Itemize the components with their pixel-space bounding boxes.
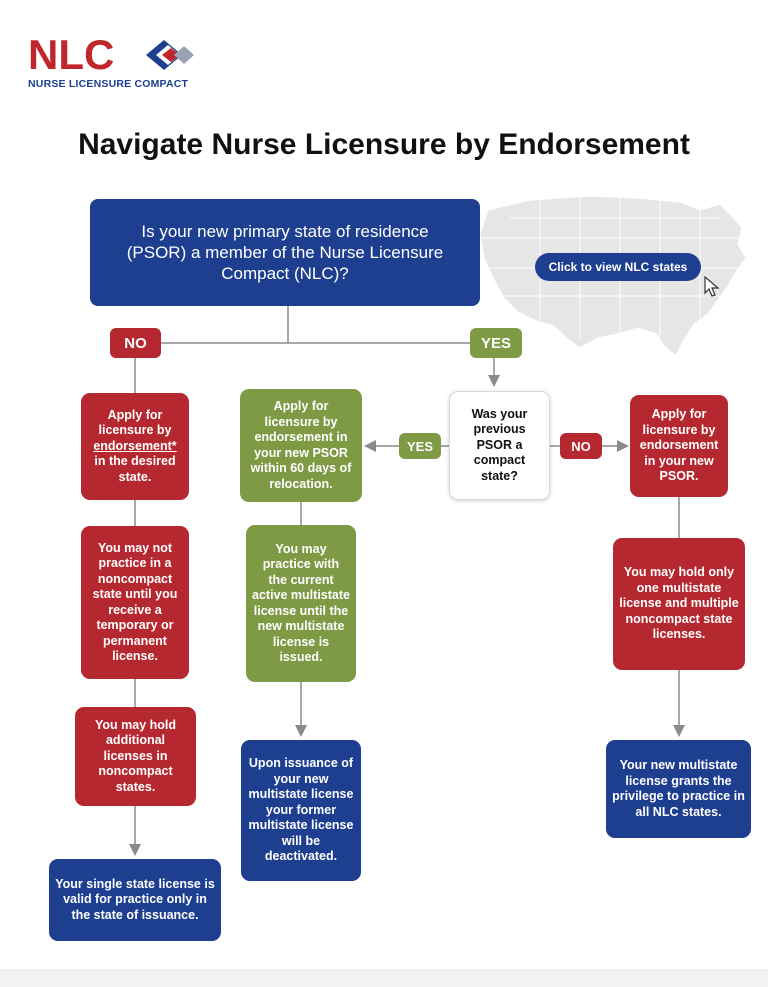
previous-psor-question-text: Was your previous PSOR a compact state? <box>471 406 528 483</box>
apply-endorsement-bold: endorsement* <box>93 438 177 453</box>
no-label-main: NO <box>110 328 161 358</box>
may-hold-additional-box: You may hold additional licenses in nonc… <box>75 707 196 806</box>
upon-issuance-box: Upon issuance of your new multistate lic… <box>241 740 361 881</box>
may-practice-text: You may practice with the current active… <box>252 541 350 665</box>
yes-label-side-text: YES <box>406 438 433 454</box>
view-nlc-states-label: Click to view NLC states <box>548 260 688 274</box>
previous-psor-question-box: Was your previous PSOR a compact state? <box>449 391 550 500</box>
apply-post-text: in the desired state. <box>94 454 176 484</box>
no-label-main-text: NO <box>124 334 147 352</box>
single-state-license-box: Your single state license is valid for p… <box>49 859 221 941</box>
apply-endorsement-desired-state-box: Apply for licensure by endorsement* in t… <box>81 393 189 500</box>
apply-psor-60-days-text: Apply for licensure by endorsement in yo… <box>250 399 352 491</box>
yes-label-main-text: YES <box>480 334 511 352</box>
may-practice-box: You may practice with the current active… <box>246 525 356 682</box>
nlc-logo: NLC NURSE LICENSURE COMPACT <box>28 34 198 94</box>
page-title: Navigate Nurse Licensure by Endorsement <box>78 128 690 161</box>
no-label-side-text: NO <box>571 438 591 454</box>
yes-label-side: YES <box>399 433 441 459</box>
multistate-grants-privilege-box: Your new multistate license grants the p… <box>606 740 751 838</box>
yes-label-main: YES <box>470 328 522 358</box>
apply-new-psor-box: Apply for licensure by endorsement in yo… <box>630 395 728 497</box>
may-hold-one-multistate-text: You may hold only one multistate license… <box>619 565 739 642</box>
logo-letters: NLC <box>28 31 115 78</box>
multistate-grants-privilege-text: Your new multistate license grants the p… <box>612 758 745 819</box>
cursor-icon <box>704 276 720 297</box>
bottom-bar <box>0 969 768 987</box>
apply-new-psor-text: Apply for licensure by endorsement in yo… <box>639 407 719 484</box>
main-question-text: Is your new primary state of residence (… <box>126 222 444 283</box>
logo-diamond-icon <box>146 40 194 70</box>
logo-subtitle: NURSE LICENSURE COMPACT <box>28 78 189 90</box>
apply-psor-60-days-box: Apply for licensure by endorsement in yo… <box>240 389 362 502</box>
single-state-license-text: Your single state license is valid for p… <box>55 876 215 922</box>
may-hold-one-multistate-box: You may hold only one multistate license… <box>613 538 745 670</box>
may-not-practice-text: You may not practice in a noncompact sta… <box>92 540 178 664</box>
view-nlc-states-button[interactable]: Click to view NLC states <box>535 253 701 281</box>
main-question-box: Is your new primary state of residence (… <box>90 199 480 306</box>
apply-pre-text: Apply for licensure by <box>98 407 172 438</box>
no-label-side: NO <box>560 433 602 459</box>
may-not-practice-box: You may not practice in a noncompact sta… <box>81 526 189 679</box>
may-hold-additional-text: You may hold additional licenses in nonc… <box>94 717 177 794</box>
upon-issuance-text: Upon issuance of your new multistate lic… <box>248 756 354 864</box>
